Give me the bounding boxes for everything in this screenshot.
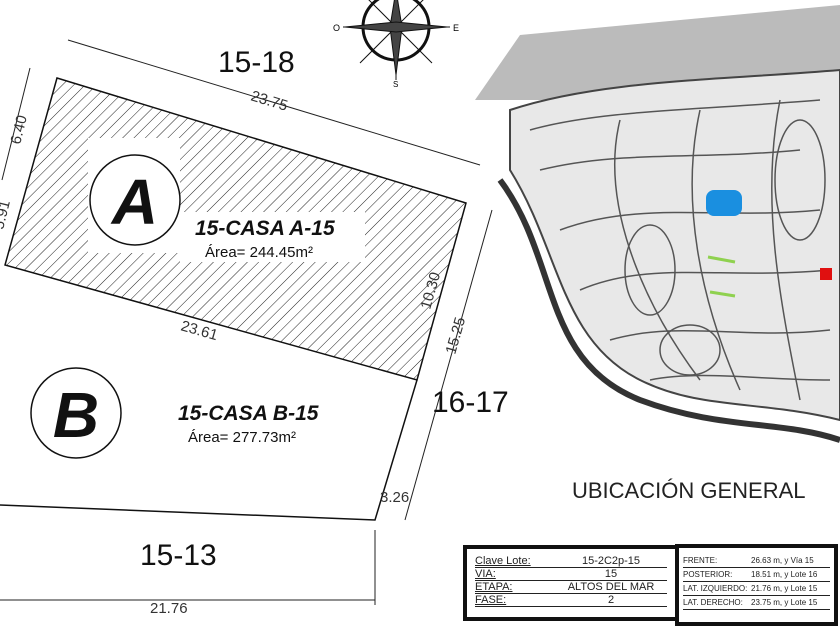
lot-a-name: 15-CASA A-15	[195, 217, 335, 240]
compass-rose-icon	[343, 0, 450, 80]
lot-location-marker	[820, 268, 832, 280]
row-key: LAT. IZQUIERDO:	[683, 584, 748, 593]
table-row: FRENTE: 26.63 m, y Vía 15	[683, 554, 830, 568]
dim-top: 23.75	[249, 88, 290, 115]
lot-b-badge-letter: B	[53, 379, 99, 451]
row-value: 23.75 m, y Lote 15	[751, 598, 818, 607]
row-key: FASE:	[475, 594, 507, 606]
table-row: VIA: 15	[475, 568, 667, 581]
table-row: ETAPA: ALTOS DEL MAR	[475, 581, 667, 594]
compass-south: S	[393, 80, 398, 89]
neighbor-top: 15-18	[218, 46, 295, 79]
row-value: 21.76 m, y Lote 15	[751, 584, 818, 593]
row-key: Clave Lote:	[475, 555, 531, 567]
location-title: UBICACIÓN GENERAL	[572, 478, 806, 503]
dim-bottom: 21.76	[150, 600, 188, 617]
neighbor-right: 16-17	[432, 386, 509, 419]
row-value: 15	[604, 568, 618, 580]
lot-b-outline	[0, 379, 418, 521]
row-key: ETAPA:	[475, 581, 513, 593]
neighbor-bottom: 15-13	[140, 539, 217, 572]
dim-left-a: 6.40	[7, 114, 31, 146]
dim-right-b: 3.26	[380, 489, 409, 506]
table-row: Clave Lote: 15-2C2p-15	[475, 555, 667, 568]
lot-b-name: 15-CASA B-15	[178, 402, 319, 425]
lot-a-text-bg	[180, 212, 365, 262]
lot-b-area: Área= 277.73m²	[188, 429, 296, 446]
row-key: LAT. DERECHO:	[683, 598, 743, 607]
row-value: 26.63 m, y Vía 15	[751, 556, 814, 565]
table-row: POSTERIOR: 18.51 m, y Lote 16	[683, 568, 830, 582]
row-key: VIA:	[475, 568, 496, 580]
dim-left-b: 5.91	[0, 199, 14, 231]
row-value: 15-2C2p-15	[581, 555, 641, 567]
table-row: LAT. IZQUIERDO:21.76 m, y Lote 15	[683, 582, 830, 596]
row-key: FRENTE:	[683, 556, 718, 565]
compass-west: O	[333, 23, 340, 33]
lot-b-badge	[30, 367, 122, 459]
row-value: 18.51 m, y Lote 16	[751, 570, 818, 579]
boundaries-table: FRENTE: 26.63 m, y Vía 15 POSTERIOR: 18.51…	[675, 544, 838, 626]
lot-a-badge-letter: A	[110, 166, 158, 238]
row-value: 2	[607, 594, 615, 606]
lot-a-area: Área= 244.45m²	[205, 244, 313, 261]
row-key: POSTERIOR:	[683, 570, 733, 579]
lot-info-table: Clave Lote: 15-2C2p-15 VIA: 15 ETAPA: ALTOS…	[463, 545, 679, 621]
dimension-lines	[0, 39, 493, 605]
location-map	[475, 5, 840, 443]
table-row: LAT. DERECHO: 23.75 m, y Lote 15	[683, 596, 830, 610]
lot-a-badge	[89, 154, 181, 246]
pool-marker	[706, 190, 742, 216]
dim-right-total: 15.25	[443, 315, 470, 356]
row-value: ALTOS DEL MAR	[567, 581, 655, 593]
table-row: FASE: 2	[475, 594, 667, 607]
compass-east: E	[453, 23, 459, 33]
